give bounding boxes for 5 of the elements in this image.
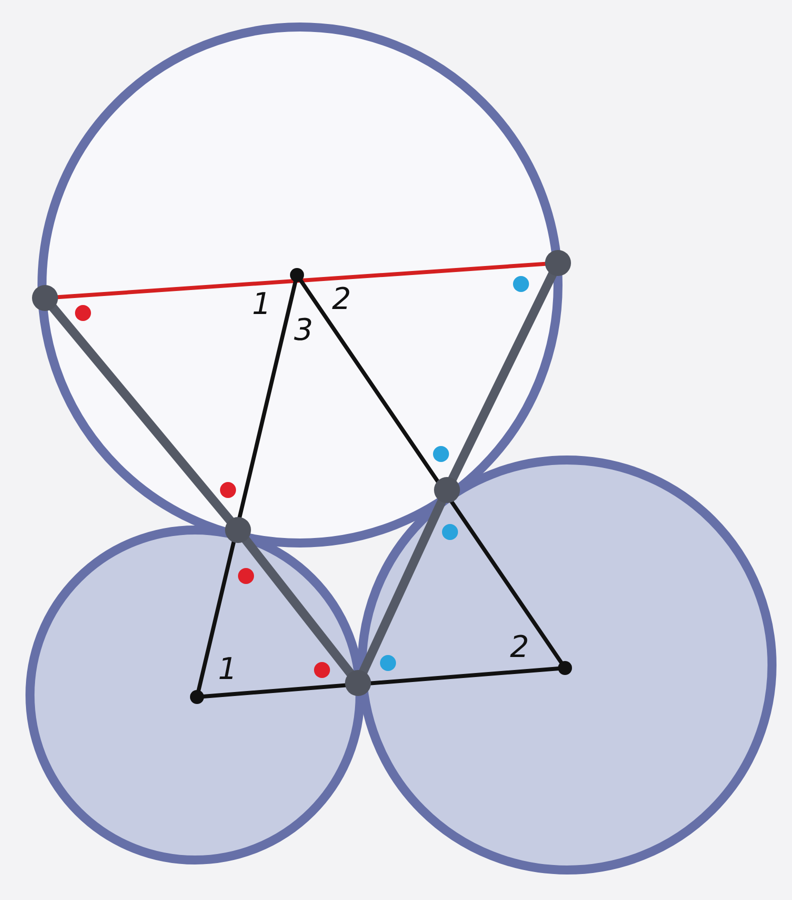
angle-label: 2 [332,285,352,315]
angle-label: 1 [252,290,272,320]
angle-label: 3 [294,316,314,346]
angle-label: 1 [218,655,238,685]
angle-label: 2 [510,633,530,663]
